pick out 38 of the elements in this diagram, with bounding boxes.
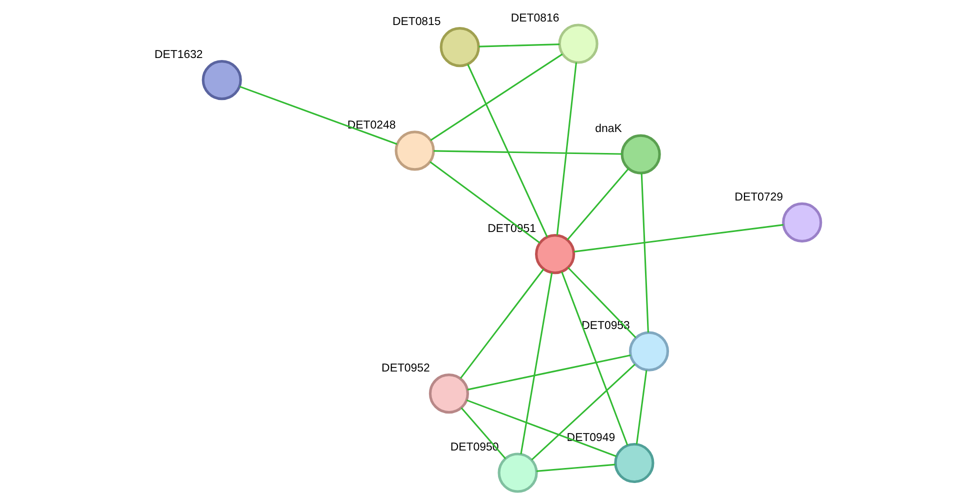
connector xyxy=(466,399,617,458)
node-label: DET0815 xyxy=(392,16,441,28)
connector xyxy=(640,173,649,332)
connector xyxy=(239,86,398,145)
connector xyxy=(531,364,636,460)
node-circle xyxy=(202,60,242,100)
node-label: DET0949 xyxy=(566,432,616,444)
node-circle xyxy=(498,452,538,493)
node-circle xyxy=(628,331,670,372)
node-circle xyxy=(440,27,480,68)
connector xyxy=(636,370,648,444)
node-label: DET0248 xyxy=(347,120,396,132)
node-circle xyxy=(394,130,435,171)
node-circle xyxy=(782,202,822,242)
connector xyxy=(566,168,630,240)
node-label: DET0816 xyxy=(510,12,560,25)
connector xyxy=(478,44,560,48)
node-circle xyxy=(558,24,598,64)
connector xyxy=(568,267,636,338)
connector xyxy=(536,464,616,472)
node-label: DET0729 xyxy=(734,191,784,204)
connector xyxy=(467,354,631,390)
connector xyxy=(556,62,578,236)
connector xyxy=(561,272,628,446)
connector xyxy=(574,224,784,252)
node-circle xyxy=(535,234,576,274)
connector xyxy=(460,268,544,379)
node-circle xyxy=(428,374,470,414)
node-circle xyxy=(620,134,661,174)
node-label: dnaK xyxy=(595,123,622,136)
connector xyxy=(520,272,553,454)
connector xyxy=(430,161,540,244)
connector xyxy=(434,150,622,155)
connector xyxy=(430,54,563,141)
node-circle xyxy=(614,442,654,484)
node-label: DET1632 xyxy=(154,48,203,61)
connector xyxy=(467,64,548,238)
node-label: DET0952 xyxy=(382,362,430,374)
